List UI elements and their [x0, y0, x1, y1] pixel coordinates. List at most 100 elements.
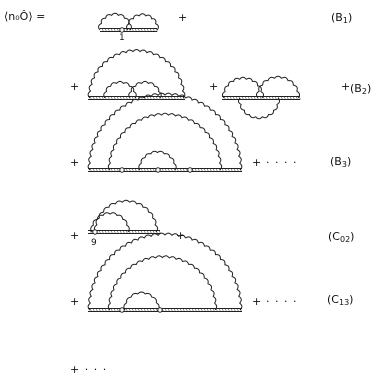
propagator-line-hatch — [149, 230, 152, 234]
propagator-line-hatch — [101, 168, 104, 172]
plus-sign: + — [70, 156, 80, 169]
propagator-line-hatch — [158, 96, 161, 100]
propagator-line-hatch — [92, 168, 95, 172]
propagator-line-hatch — [188, 308, 191, 312]
propagator-line-hatch — [224, 168, 227, 172]
propagator-line-hatch — [280, 96, 283, 100]
propagator-line-hatch — [223, 96, 226, 100]
propagator-line-hatch — [116, 230, 119, 234]
propagator-line-hatch — [212, 168, 215, 172]
propagator-line-hatch — [113, 96, 116, 100]
propagator-line-hatch — [98, 168, 101, 172]
propagator-line-hatch — [125, 230, 128, 234]
propagator-line-hatch — [209, 308, 212, 312]
propagator-line-hatch — [274, 96, 277, 100]
propagator-line-hatch — [191, 308, 194, 312]
wavy-arc — [128, 80, 162, 99]
propagator-line-hatch — [140, 168, 143, 172]
propagator-line-hatch — [125, 168, 128, 172]
wavy-arc — [90, 212, 130, 233]
propagator-line-hatch — [131, 308, 134, 312]
propagator-line-hatch — [140, 28, 143, 32]
propagator-line-hatch — [167, 308, 170, 312]
wavy-arc — [107, 255, 218, 311]
propagator-line-hatch — [140, 230, 143, 234]
propagator-line-hatch — [227, 308, 230, 312]
propagator-line-hatch — [107, 168, 110, 172]
propagator-line-hatch — [176, 168, 179, 172]
propagator-line-hatch — [185, 308, 188, 312]
label-c02: (C02) — [328, 230, 355, 244]
propagator-line-hatch — [227, 168, 230, 172]
wavy-arc — [256, 75, 300, 99]
propagator-line-hatch — [215, 168, 218, 172]
propagator-line-hatch — [134, 168, 137, 172]
label-b2: (B2) — [350, 82, 372, 96]
wavy-arc — [107, 112, 223, 171]
vertex — [119, 307, 125, 313]
propagator-line-hatch — [283, 96, 286, 100]
wavy-arc — [87, 232, 243, 311]
propagator-line-hatch — [89, 308, 92, 312]
propagator-line-hatch — [107, 308, 110, 312]
propagator-line-hatch — [95, 308, 98, 312]
propagator-line-hatch — [155, 96, 158, 100]
propagator-line-hatch — [200, 308, 203, 312]
propagator-line-hatch — [155, 28, 158, 32]
propagator-line-hatch — [137, 230, 140, 234]
propagator-line-hatch — [226, 96, 229, 100]
propagator-line-hatch — [110, 28, 113, 32]
propagator-line-hatch — [95, 168, 98, 172]
propagator-line-hatch — [104, 230, 107, 234]
propagator-line-hatch — [170, 308, 173, 312]
plus-sign: + — [70, 295, 80, 308]
wavy-arc — [123, 291, 160, 311]
propagator-line-hatch — [110, 168, 113, 172]
propagator-line-hatch — [101, 96, 104, 100]
propagator-line-hatch — [143, 230, 146, 234]
plus-sign: + — [178, 11, 188, 24]
propagator-line-hatch — [128, 28, 131, 32]
propagator-line-hatch — [230, 168, 233, 172]
propagator-line-hatch — [143, 168, 146, 172]
propagator-line-hatch — [176, 96, 179, 100]
propagator-line-hatch — [89, 96, 92, 100]
propagator-line-hatch — [197, 168, 200, 172]
wavy-arc — [93, 199, 159, 233]
propagator-line-hatch — [253, 96, 256, 100]
propagator-line-hatch — [194, 168, 197, 172]
propagator-line-hatch — [137, 28, 140, 32]
propagator-line-hatch — [101, 28, 104, 32]
propagator-line-hatch — [289, 96, 292, 100]
propagator-line-hatch — [113, 168, 116, 172]
propagator-line-hatch — [271, 96, 274, 100]
propagator-line-hatch — [107, 230, 110, 234]
propagator-line-hatch — [128, 230, 131, 234]
propagator-line-hatch — [206, 308, 209, 312]
propagator-line-hatch — [137, 308, 140, 312]
propagator-line-hatch — [131, 28, 134, 32]
plus-sign: + — [70, 229, 80, 242]
propagator-line-hatch — [164, 308, 167, 312]
label-b1: (B1) — [331, 11, 353, 25]
propagator-line-hatch — [116, 168, 119, 172]
propagator-line-hatch — [119, 96, 122, 100]
trailing-ellipsis: + · · · — [70, 363, 108, 376]
propagator-line-hatch — [149, 308, 152, 312]
propagator-line-hatch — [122, 96, 125, 100]
propagator-line-hatch — [197, 308, 200, 312]
propagator-line-hatch — [131, 96, 134, 100]
propagator-line-hatch — [152, 96, 155, 100]
propagator-line-hatch — [146, 308, 149, 312]
propagator-line-hatch — [95, 96, 98, 100]
propagator-line-hatch — [125, 96, 128, 100]
plus-sign: + — [252, 295, 262, 308]
vertex — [157, 307, 163, 313]
wavy-arc — [222, 76, 264, 99]
propagator-line-hatch — [137, 168, 140, 172]
propagator-line-hatch — [104, 168, 107, 172]
propagator-line-hatch — [221, 308, 224, 312]
wavy-arc — [126, 13, 159, 31]
propagator-line-hatch — [101, 230, 104, 234]
